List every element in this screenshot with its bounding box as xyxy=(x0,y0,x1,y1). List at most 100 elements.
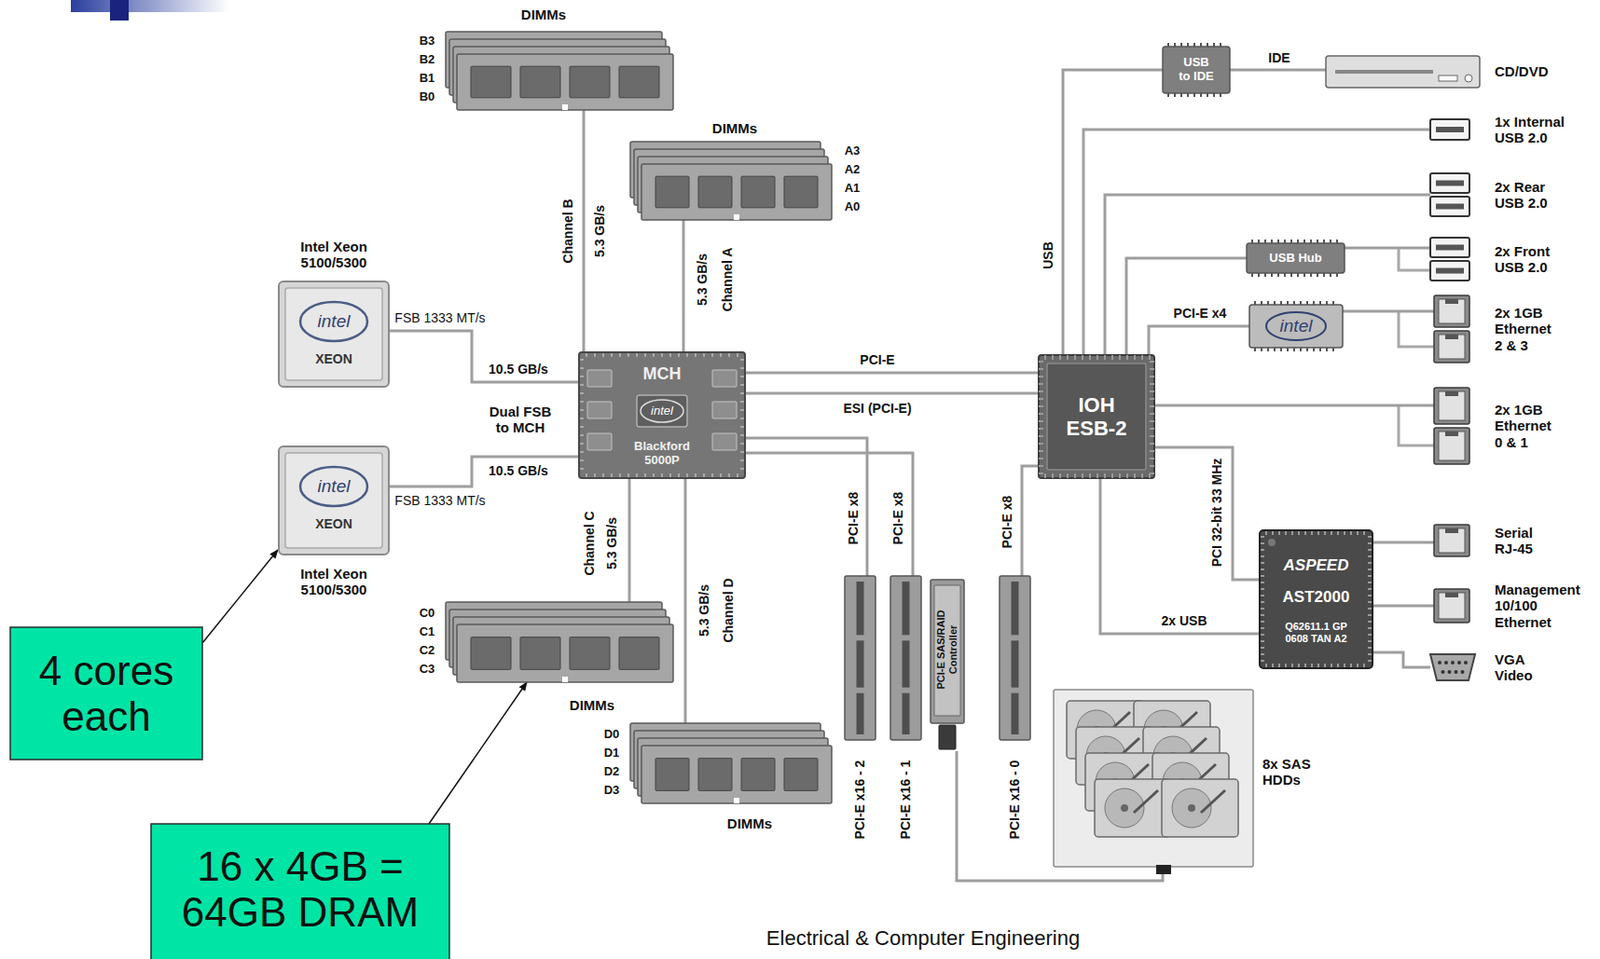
node-label: PCI-E SAS/RAID Controller xyxy=(935,603,959,697)
graphic-part xyxy=(1259,530,1373,669)
graphic-part xyxy=(1266,531,1365,668)
graphic-part xyxy=(636,395,688,428)
bus-line xyxy=(1126,258,1247,355)
graphic-part xyxy=(1200,790,1226,814)
graphic-part xyxy=(1260,537,1372,662)
graphic-part xyxy=(1249,304,1343,348)
bus-line xyxy=(745,372,1038,375)
bus-label: IDE xyxy=(1266,50,1292,66)
graphic-part xyxy=(1445,431,1459,437)
graphic-part xyxy=(855,634,866,641)
bus-line xyxy=(1021,466,1038,577)
part-name: A1 xyxy=(844,181,861,196)
graphic-part xyxy=(456,624,674,683)
graphic-part xyxy=(698,176,732,208)
ethernet-port: Management 10/100 Ethernet xyxy=(1434,589,1470,623)
graphic-part xyxy=(520,637,561,671)
part-name: VGA Video xyxy=(1494,651,1546,685)
node-label: intel xyxy=(317,476,351,497)
part-name: C1 xyxy=(419,625,436,640)
ethernet-port-drawing xyxy=(1434,589,1470,623)
chipset-box: MCHintelBlackford 5000P xyxy=(578,351,746,480)
graphic-part xyxy=(641,745,832,804)
graphic-part xyxy=(1434,331,1470,363)
graphic-part xyxy=(1464,74,1473,83)
bus-label: PCI-E x8 xyxy=(999,494,1015,552)
header-bar xyxy=(70,0,230,13)
graphic-part xyxy=(1133,790,1159,814)
graphic-part xyxy=(1246,243,1345,274)
part-name: PCI-E x16 - 1 xyxy=(897,760,913,841)
graphic-part xyxy=(641,164,832,221)
node-label: intel xyxy=(1280,316,1313,337)
graphic-part xyxy=(1335,69,1434,74)
graphic-part xyxy=(1047,363,1146,470)
graphic-part xyxy=(1430,261,1470,281)
bus-label: 2x USB xyxy=(1158,613,1209,629)
node-label: MCH xyxy=(643,364,682,385)
graphic-part xyxy=(1053,689,1254,868)
graphic-part xyxy=(999,576,1031,741)
graphic-part xyxy=(1435,245,1464,251)
graphic-part xyxy=(1162,46,1230,94)
part-name: 2x 1GB Ethernet 0 & 1 xyxy=(1494,401,1559,451)
bus-line xyxy=(1155,447,1260,580)
part-name: D1 xyxy=(604,746,621,761)
part-name: 2x Rear USB 2.0 xyxy=(1494,179,1562,212)
graphic-part xyxy=(562,676,568,683)
graphic-part xyxy=(844,576,876,741)
node-label: XEON xyxy=(315,351,353,367)
graphic-part xyxy=(1441,670,1446,675)
graphic-part xyxy=(300,467,368,507)
node-label: USB Hub xyxy=(1268,251,1322,266)
part-name: A2 xyxy=(844,163,861,178)
raid-card: PCI-E SAS/RAID Controller xyxy=(930,579,965,752)
graphic-part xyxy=(562,104,568,111)
graphic-part xyxy=(1438,528,1465,553)
part-name: Serial RJ-45 xyxy=(1494,524,1551,558)
graphic-part xyxy=(285,288,383,381)
hub-chip: USB Hub xyxy=(1246,239,1345,277)
callout-box: 4 cores each xyxy=(10,627,203,760)
part-name: C3 xyxy=(419,662,436,677)
bus-line xyxy=(389,331,579,383)
bus-line xyxy=(1155,404,1435,408)
graphic-part xyxy=(1434,427,1470,465)
graphic-part xyxy=(278,281,389,387)
graphic-part xyxy=(1445,528,1459,534)
bus-line xyxy=(1229,68,1326,72)
part-name: PCI-E x16 - 2 xyxy=(852,760,868,841)
graphic-part xyxy=(1266,312,1326,341)
bus-line xyxy=(1372,541,1435,545)
bus-line xyxy=(389,456,579,487)
graphic-part xyxy=(456,624,674,683)
part-name: D3 xyxy=(604,784,621,799)
graphic-part xyxy=(1430,119,1470,140)
graphic-part xyxy=(890,576,922,741)
part-name: Intel Xeon 5100/5300 xyxy=(287,565,381,599)
pcie-slot-drawing xyxy=(999,576,1031,741)
graphic-part xyxy=(569,66,610,98)
node-label: 4 cores each xyxy=(17,648,195,741)
wire-branch xyxy=(1398,311,1435,347)
bus-label: 5.3 GB/s xyxy=(592,203,607,260)
bus-label: PCI-E xyxy=(857,352,897,368)
vga-port: VGA Video xyxy=(1430,652,1476,683)
serial-port: Serial RJ-45 xyxy=(1434,524,1470,557)
graphic-part xyxy=(1450,661,1455,665)
graphic-part xyxy=(855,688,866,694)
part-name: B3 xyxy=(419,34,436,49)
graphic-part xyxy=(1448,670,1452,675)
graphic-part xyxy=(587,433,612,451)
graphic-part xyxy=(579,352,745,479)
annotation-label: Dual FSB to MCH xyxy=(485,403,556,437)
dimm-bank-drawing xyxy=(445,602,674,683)
bus-label: 5.3 GB/s xyxy=(604,515,620,572)
graphic-part xyxy=(1434,589,1470,623)
graphic-part xyxy=(1438,391,1465,421)
serial-port-drawing xyxy=(1434,524,1470,557)
part-name: D0 xyxy=(604,728,621,743)
bus-line xyxy=(745,392,1038,396)
graphic-part xyxy=(300,302,368,342)
